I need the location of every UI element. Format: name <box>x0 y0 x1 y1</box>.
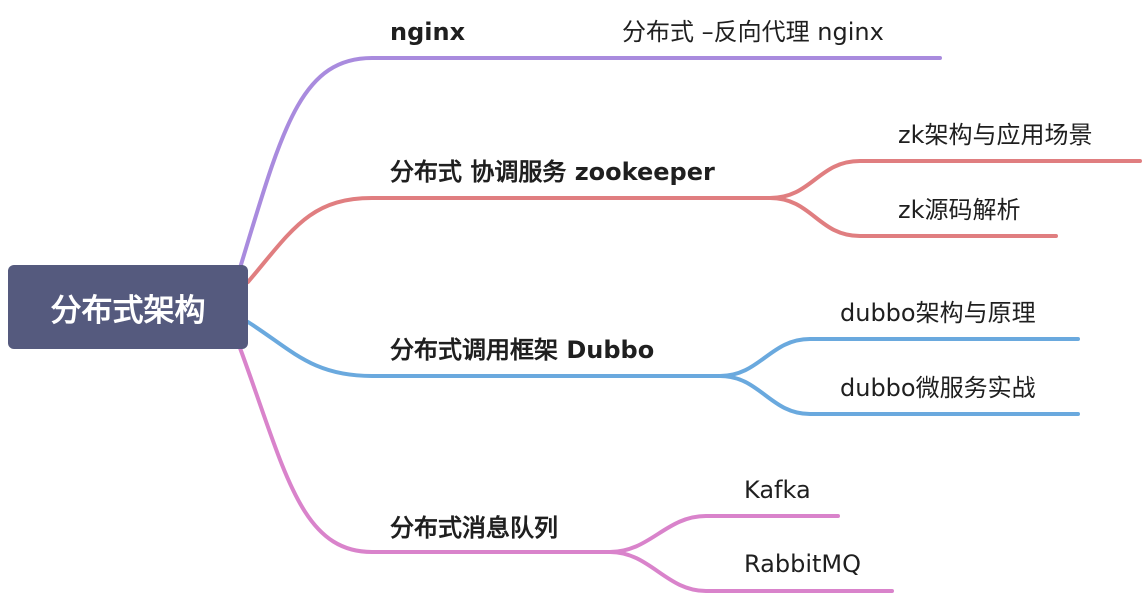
connector-root-zookeeper <box>246 196 772 284</box>
connector-root-mq <box>238 346 612 554</box>
child-kafka[interactable]: Kafka <box>744 476 811 504</box>
child-zk-source[interactable]: zk源码解析 <box>898 196 1021 224</box>
connector-mq-rabbitmq <box>608 550 894 593</box>
branch-message-queue[interactable]: 分布式消息队列 <box>390 514 558 542</box>
branch-dubbo[interactable]: 分布式调用框架 Dubbo <box>390 336 655 364</box>
connector-zookeeper-zk-source <box>768 196 1058 238</box>
child-dubbo-architecture[interactable]: dubbo架构与原理 <box>840 299 1036 327</box>
child-zk-architecture[interactable]: zk架构与应用场景 <box>898 121 1093 149</box>
connector-dubbo-arch <box>718 337 1080 378</box>
root-node[interactable]: 分布式架构 <box>8 265 248 349</box>
child-rabbitmq[interactable]: RabbitMQ <box>744 550 861 578</box>
connector-dubbo-microservice <box>718 374 1080 416</box>
child-nginx-reverse-proxy[interactable]: 分布式 –反向代理 nginx <box>622 18 884 46</box>
child-dubbo-microservice[interactable]: dubbo微服务实战 <box>840 374 1036 402</box>
connector-zookeeper-zk-arch <box>768 159 1142 200</box>
branch-zookeeper[interactable]: 分布式 协调服务 zookeeper <box>390 158 715 186</box>
connector-root-nginx <box>238 56 942 270</box>
connector-mq-kafka <box>608 514 840 554</box>
branch-nginx[interactable]: nginx <box>390 18 466 46</box>
root-node-label: 分布式架构 <box>50 292 206 329</box>
connector-root-dubbo <box>246 320 722 378</box>
